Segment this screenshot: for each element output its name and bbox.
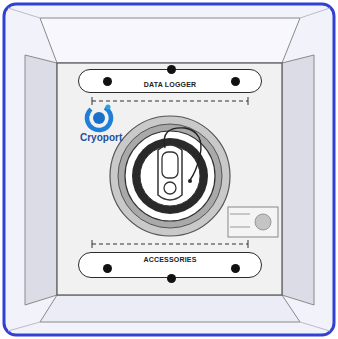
slot-label: ACCESSORIES <box>79 256 261 263</box>
slot-hole <box>167 65 176 74</box>
slot-hole <box>103 77 112 86</box>
slot-hole <box>231 77 240 86</box>
slot-hole <box>231 264 240 273</box>
label-slot: DATA LOGGER <box>78 69 262 93</box>
slot-label: DATA LOGGER <box>79 81 261 88</box>
brand-name: Cryoport <box>80 132 122 143</box>
label-slot: ACCESSORIES <box>78 252 262 278</box>
slot-hole <box>167 274 176 283</box>
slot-hole <box>103 264 112 273</box>
